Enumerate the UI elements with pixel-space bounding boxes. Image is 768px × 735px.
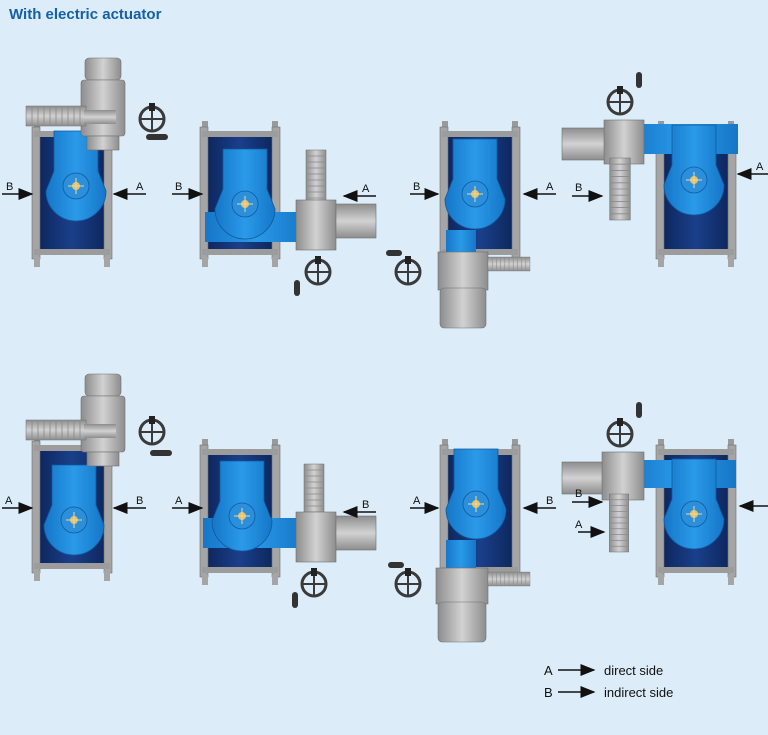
label-r1c2-right: A [362, 183, 370, 195]
label-r2c4-right: A [575, 519, 583, 531]
legend-letter-a: A [544, 663, 553, 678]
diagram-r1c4 [561, 72, 738, 268]
diagram-r2c1 [25, 373, 172, 582]
label-r2c4-left: B [575, 488, 582, 500]
legend-text-a: direct side [604, 663, 663, 678]
label-r2c3-left: A [413, 495, 421, 507]
legend: A direct side B indirect side [544, 663, 673, 700]
flow-arrows: B A B A B A B A A B A B A B B A [2, 161, 768, 538]
label-r1c2-left: B [175, 181, 182, 193]
label-r1c1-right: A [136, 181, 144, 193]
legend-letter-b: B [544, 685, 553, 700]
label-r1c3-left: B [413, 181, 420, 193]
diagram-r2c4 [561, 402, 737, 586]
label-r2c2-left: A [175, 495, 183, 507]
page-title: With electric actuator [9, 6, 162, 23]
label-r1c4-left: B [575, 182, 582, 194]
diagram-r1c3 [386, 120, 531, 329]
diagram-r1c1 [25, 57, 168, 268]
legend-text-b: indirect side [604, 685, 673, 700]
diagram-r2c2 [199, 438, 377, 608]
label-r2c1-left: A [5, 495, 13, 507]
diagram-r2c3 [388, 438, 531, 643]
label-r2c1-right: B [136, 495, 143, 507]
label-r1c1-left: B [6, 181, 13, 193]
diagram-r1c2 [199, 120, 377, 296]
label-r2c2-right: B [362, 499, 369, 511]
label-r2c3-right: B [546, 495, 553, 507]
label-r1c4-right: A [756, 161, 764, 173]
label-r1c3-right: A [546, 181, 554, 193]
